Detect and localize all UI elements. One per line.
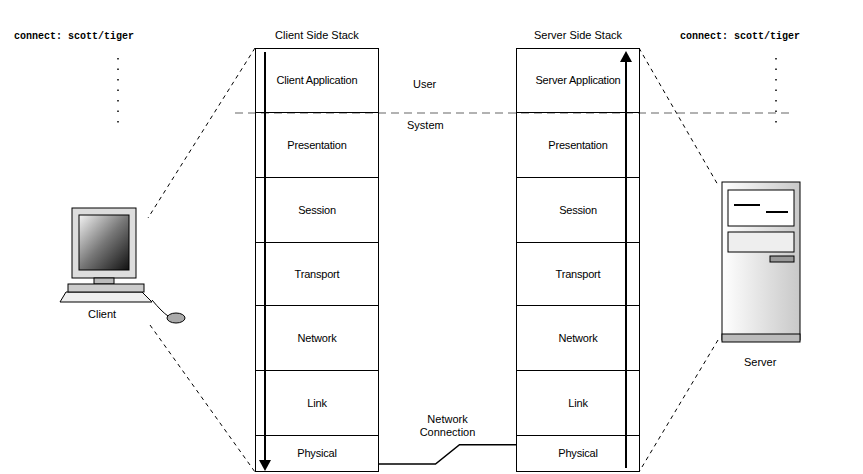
zoom-lines [148, 48, 718, 472]
client-computer [60, 208, 185, 323]
layer-box: Session [517, 178, 639, 243]
dotted-line [117, 58, 119, 125]
layer-box: Link [256, 371, 378, 436]
layer-name: Network [282, 332, 353, 345]
stack-heading: Client Side Stack [256, 29, 378, 42]
layer-name: Link [552, 397, 603, 410]
layer-name: Transport [279, 268, 356, 281]
layer-name: Network [543, 332, 614, 345]
layer-box: Physical [256, 436, 378, 471]
network-link [378, 445, 517, 464]
zone-label: User [413, 78, 436, 91]
layer-name: Physical [281, 447, 352, 460]
dotted-line [775, 58, 777, 125]
connect-string: connect: scott/tiger [14, 30, 134, 43]
layer-box: Client Application [256, 49, 378, 113]
stack-heading: Server Side Stack [517, 29, 639, 42]
layer-box: Session [256, 178, 378, 243]
layer-name: Server Application [519, 74, 636, 87]
layer-name: Presentation [532, 139, 623, 152]
layer-name: Link [291, 397, 342, 410]
layer-name: Client Application [261, 74, 374, 87]
layer-name: Session [282, 204, 352, 217]
flow-arrow [259, 51, 632, 471]
protocol-stack: Client Side StackClient ApplicationPrese… [255, 48, 379, 472]
layer-box: Physical [517, 436, 639, 471]
layer-box: Network [256, 306, 378, 371]
layer-box: Presentation [256, 113, 378, 178]
layer-name: Transport [540, 268, 617, 281]
server-machine [722, 182, 800, 342]
machine-label: Server [744, 356, 776, 369]
link-label: Network Connection [400, 413, 496, 439]
layer-box: Server Application [517, 49, 639, 113]
layer-box: Transport [517, 243, 639, 306]
protocol-stack: Server Side StackServer ApplicationPrese… [516, 48, 640, 472]
layer-name: Presentation [271, 139, 362, 152]
layer-name: Session [543, 204, 613, 217]
machine-label: Client [88, 308, 116, 321]
layer-box: Network [517, 306, 639, 371]
connect-string: connect: scott/tiger [680, 30, 800, 43]
layer-box: Transport [256, 243, 378, 306]
layer-name: Physical [542, 447, 613, 460]
zone-label: System [407, 119, 444, 132]
layer-box: Link [517, 371, 639, 436]
layer-box: Presentation [517, 113, 639, 178]
